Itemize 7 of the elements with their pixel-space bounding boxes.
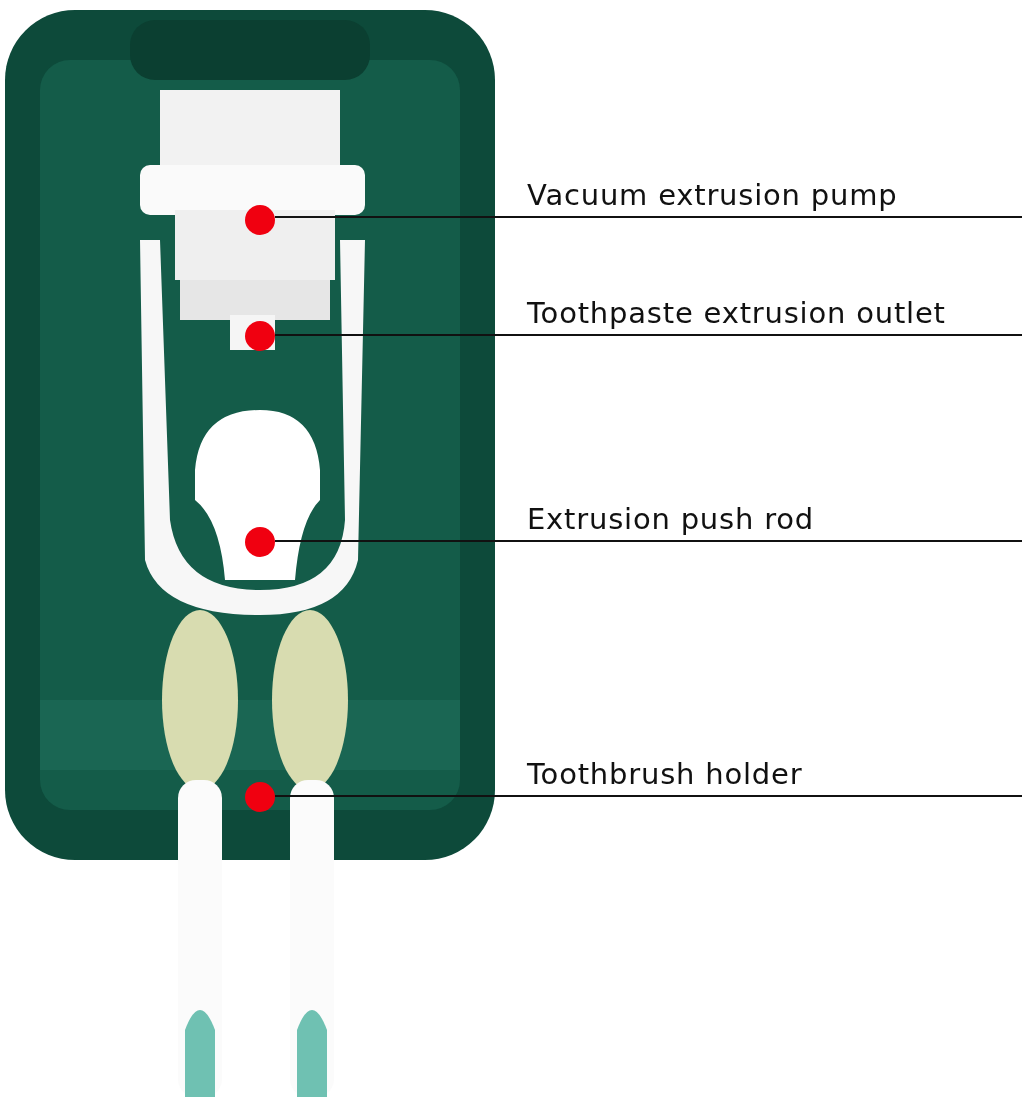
leader-line	[274, 540, 528, 542]
callout-label: Toothpaste extrusion outlet	[527, 296, 1022, 336]
callout-label: Vacuum extrusion pump	[527, 178, 1022, 218]
callout-label: Toothbrush holder	[527, 757, 1022, 797]
leader-line	[274, 334, 528, 336]
leader-line	[274, 216, 528, 218]
callout-label: Extrusion push rod	[527, 502, 1022, 542]
